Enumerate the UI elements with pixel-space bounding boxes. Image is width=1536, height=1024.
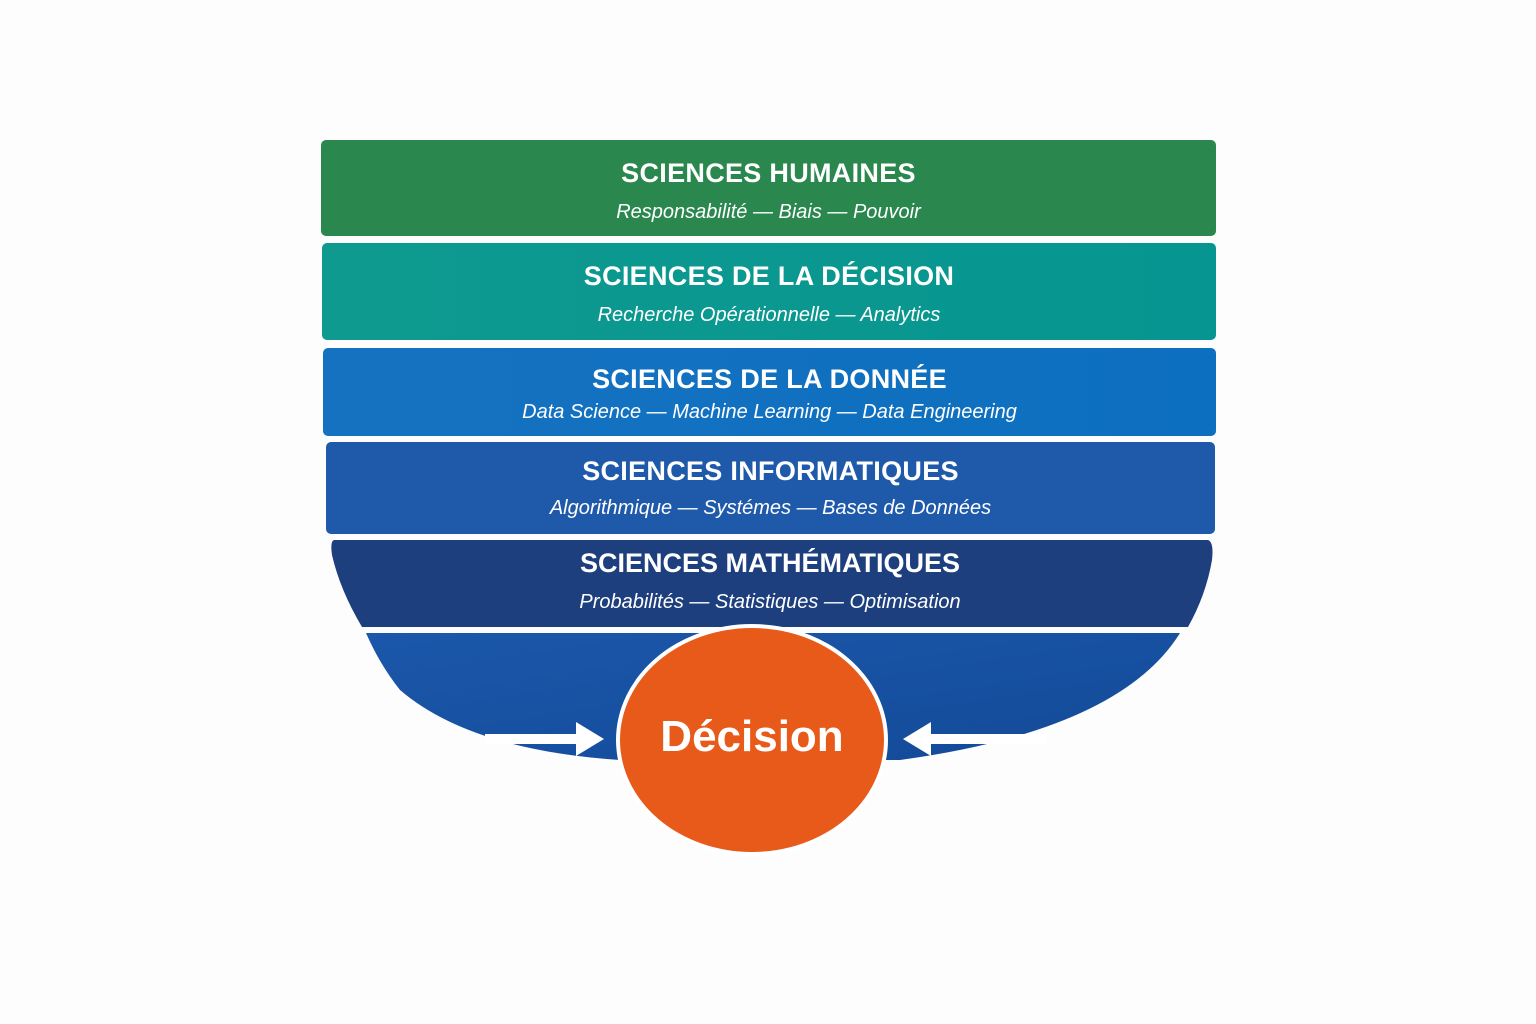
arrow-left-icon [903,722,1046,756]
layer-subtitle: Recherche Opérationnelle — Analytics [597,304,941,326]
layer-subtitle: Data Science — Machine Learning — Data E… [522,401,1017,423]
layer-sciences-informatiques: SCIENCES INFORMATIQUES Algorithmique — S… [326,442,1215,534]
layer-sciences-mathematiques-shape [331,540,1213,627]
layer-subtitle: Probabilités — Statistiques — Optimisati… [579,591,961,613]
layer-sciences-humaines: SCIENCES HUMAINES Responsabilité — Biais… [321,140,1216,236]
layer-sciences-decision: SCIENCES DE LA DÉCISION Recherche Opérat… [322,243,1216,340]
layer-sciences-mathematiques: SCIENCES MATHÉMATIQUES Probabilités — St… [330,548,1210,614]
layer-subtitle: Responsabilité — Biais — Pouvoir [616,201,921,223]
layer-title: SCIENCES MATHÉMATIQUES [579,548,961,578]
layer-subtitle: Algorithmique — Systémes — Bases de Donn… [549,497,992,519]
arrow-right-icon [485,722,604,756]
layer-title: SCIENCES INFORMATIQUES [582,456,959,486]
layer-title: SCIENCES HUMAINES [621,158,916,188]
decision-circle: Décision [616,624,888,856]
layer-title: SCIENCES DE LA DONNÉE [592,364,947,394]
decision-label: Décision [660,712,844,761]
layer-title: SCIENCES DE LA DÉCISION [583,261,955,291]
layer-sciences-donnee: SCIENCES DE LA DONNÉE Data Science — Mac… [323,348,1216,436]
